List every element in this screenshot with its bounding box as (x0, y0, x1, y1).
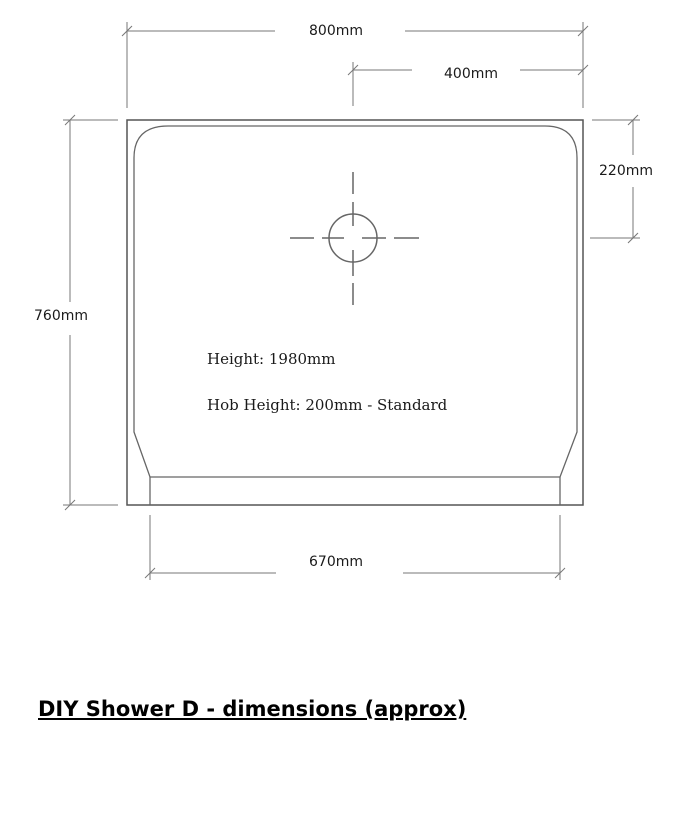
label-760mm: 760mm (34, 308, 88, 324)
label-220mm: 220mm (599, 163, 653, 179)
tray-inner-outline (133, 125, 578, 478)
hob-height-note: Hob Height: 200mm - Standard (207, 396, 448, 414)
tray-outline (126, 119, 584, 506)
page-caption: DIY Shower D - dimensions (approx) (38, 697, 467, 721)
drain-icon (290, 172, 419, 305)
dimension-800 (121, 22, 589, 108)
dimension-220 (590, 114, 640, 244)
dimension-760 (63, 114, 118, 511)
label-800mm: 800mm (309, 23, 363, 39)
height-note: Height: 1980mm (207, 350, 336, 368)
label-400mm: 400mm (444, 66, 498, 82)
dimension-400 (347, 62, 589, 106)
label-670mm: 670mm (309, 554, 363, 570)
dimension-670 (144, 515, 566, 580)
